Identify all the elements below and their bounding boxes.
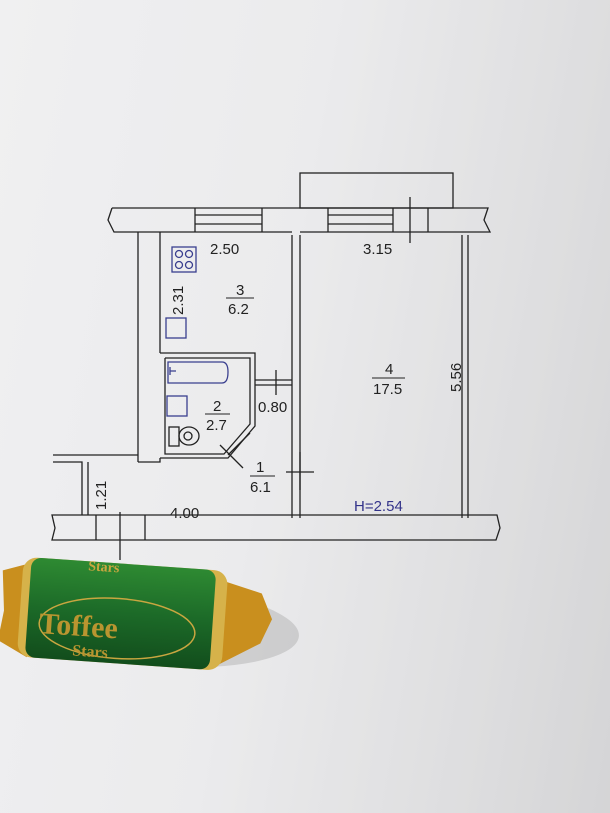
entry-door — [286, 452, 314, 490]
dim-room-width: 3.15 — [363, 241, 392, 258]
bottom-wall — [51, 512, 501, 560]
washbasin-icon — [166, 395, 188, 417]
bathroom-walls — [160, 352, 256, 459]
room-4-number: 4 — [385, 361, 393, 378]
dim-door-width: 0.80 — [258, 399, 287, 416]
window — [327, 197, 429, 243]
stove-icon — [171, 246, 197, 273]
dim-kitchen-width: 2.50 — [210, 241, 239, 258]
candy-wrapper-body — [25, 557, 216, 670]
candy-brand-sub: Stars — [72, 642, 109, 661]
dim-hall-depth: 1.21 — [93, 481, 110, 510]
hall-left-wall — [53, 454, 138, 515]
room-1-area: 6.1 — [250, 479, 271, 496]
dim-room-depth: 5.56 — [448, 363, 465, 392]
kitchen-left-wall — [137, 232, 161, 463]
toffee-candy: Stars Toffee Stars — [0, 557, 299, 670]
door-bathroom — [219, 432, 251, 469]
candy-brand: Toffee — [38, 607, 119, 645]
door-opening — [255, 370, 292, 395]
floor-plan — [51, 172, 501, 560]
candy-brand-top: Stars — [88, 559, 121, 576]
dim-kitchen-depth: 2.31 — [170, 286, 187, 315]
plan-labels: 2.50 3.15 3 6.2 2.31 4 17.5 5.56 0.80 2 … — [93, 241, 465, 522]
bathtub-icon — [167, 361, 229, 384]
room-4-area: 17.5 — [373, 381, 402, 398]
top-wall — [107, 207, 492, 233]
window — [194, 208, 263, 232]
room-3-area: 6.2 — [228, 301, 249, 318]
kitchen-sink-icon — [165, 317, 187, 339]
ceiling-height: H=2.54 — [354, 498, 403, 515]
toilet-icon — [168, 426, 200, 447]
fixtures — [165, 246, 229, 447]
room-3-number: 3 — [236, 282, 244, 299]
room-1-number: 1 — [256, 459, 264, 476]
candy-wrapper-right-end — [216, 580, 273, 666]
room-2-number: 2 — [213, 398, 221, 415]
dim-hall-width: 4.00 — [170, 505, 199, 522]
right-outer-wall — [461, 235, 469, 518]
room-2-area: 2.7 — [206, 417, 227, 434]
